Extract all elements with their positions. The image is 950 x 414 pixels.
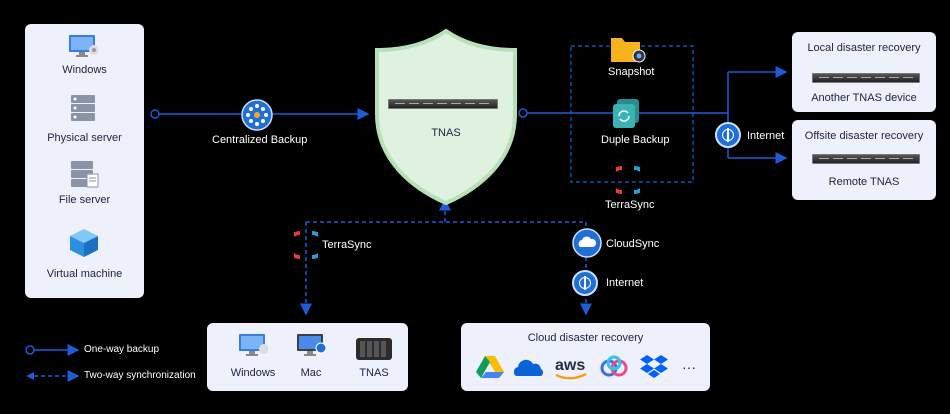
target-label-mac: Mac bbox=[300, 367, 322, 379]
sync-targets-panel: Windows Mac TNAS bbox=[207, 323, 408, 391]
local-dr-device-icon bbox=[812, 73, 920, 83]
baidu-netdisk-icon bbox=[600, 355, 628, 377]
tnas-target-icon bbox=[356, 338, 392, 360]
terrasync-left-icon bbox=[294, 231, 318, 259]
legend-two-way-arrow bbox=[26, 370, 80, 382]
offsite-dr-panel: Offsite disaster recovery Remote TNAS bbox=[792, 120, 936, 200]
source-label-physical-server: Physical server bbox=[47, 132, 122, 144]
offsite-dr-title: Offsite disaster recovery bbox=[804, 130, 924, 142]
terrasync-right-icon bbox=[616, 166, 640, 194]
target-label-windows: Windows bbox=[230, 367, 276, 379]
arrow-tnas-sync bbox=[300, 198, 592, 316]
cloudsync-label: CloudSync bbox=[606, 238, 660, 250]
dropbox-icon bbox=[640, 355, 668, 378]
mac-target-icon bbox=[297, 334, 326, 356]
tnas-device-icon bbox=[388, 99, 498, 109]
internet-right-label: Internet bbox=[747, 130, 785, 142]
file-server-icon bbox=[71, 161, 99, 188]
snapshot-label: Snapshot bbox=[608, 66, 655, 78]
more-providers-label: ··· bbox=[682, 359, 696, 375]
source-label-file-server: File server bbox=[58, 194, 111, 206]
offsite-dr-device-label: Remote TNAS bbox=[828, 176, 900, 188]
internet-bottom-globe-icon bbox=[572, 270, 598, 296]
local-dr-panel: Local disaster recovery Another TNAS dev… bbox=[792, 32, 936, 112]
duple-backup-icon bbox=[613, 99, 639, 128]
sources-panel: Windows Physical server File server Virt… bbox=[25, 24, 144, 298]
physical-server-icon bbox=[71, 95, 95, 121]
windows-target-icon bbox=[239, 334, 268, 356]
local-dr-device-label: Another TNAS device bbox=[811, 92, 917, 104]
source-label-windows: Windows bbox=[62, 64, 107, 76]
virtual-machine-icon bbox=[70, 229, 98, 257]
local-services-box bbox=[570, 45, 694, 183]
local-dr-title: Local disaster recovery bbox=[807, 42, 921, 54]
cloudsync-icon bbox=[572, 228, 602, 258]
shield-graphic bbox=[375, 28, 517, 206]
centralized-backup-icon bbox=[241, 99, 273, 131]
internet-right-globe-icon bbox=[715, 122, 741, 148]
aws-icon: aws bbox=[555, 357, 587, 380]
cloud-dr-panel: Cloud disaster recovery aws ··· bbox=[461, 323, 710, 391]
offsite-dr-device-icon bbox=[812, 154, 920, 164]
centralized-backup-label: Centralized Backup bbox=[212, 134, 308, 146]
internet-bottom-label: Internet bbox=[606, 277, 644, 289]
legend-one-way-label: One-way backup bbox=[84, 344, 160, 355]
onedrive-icon bbox=[513, 359, 544, 376]
source-label-virtual-machine: Virtual machine bbox=[46, 268, 123, 280]
cloud-dr-title: Cloud disaster recovery bbox=[527, 332, 644, 344]
google-drive-icon bbox=[476, 356, 504, 378]
duple-backup-label: Duple Backup bbox=[601, 134, 670, 146]
legend-one-way-arrow bbox=[25, 344, 80, 356]
legend-two-way-label: Two-way synchronization bbox=[84, 370, 196, 381]
windows-monitor-icon bbox=[69, 35, 98, 57]
svg-text:aws: aws bbox=[555, 357, 585, 374]
target-label-tnas: TNAS bbox=[359, 367, 389, 379]
terrasync-right-label: TerraSync bbox=[605, 199, 655, 211]
tnas-label: TNAS bbox=[431, 127, 461, 139]
snapshot-icon bbox=[611, 38, 646, 63]
terrasync-left-label: TerraSync bbox=[322, 239, 372, 251]
